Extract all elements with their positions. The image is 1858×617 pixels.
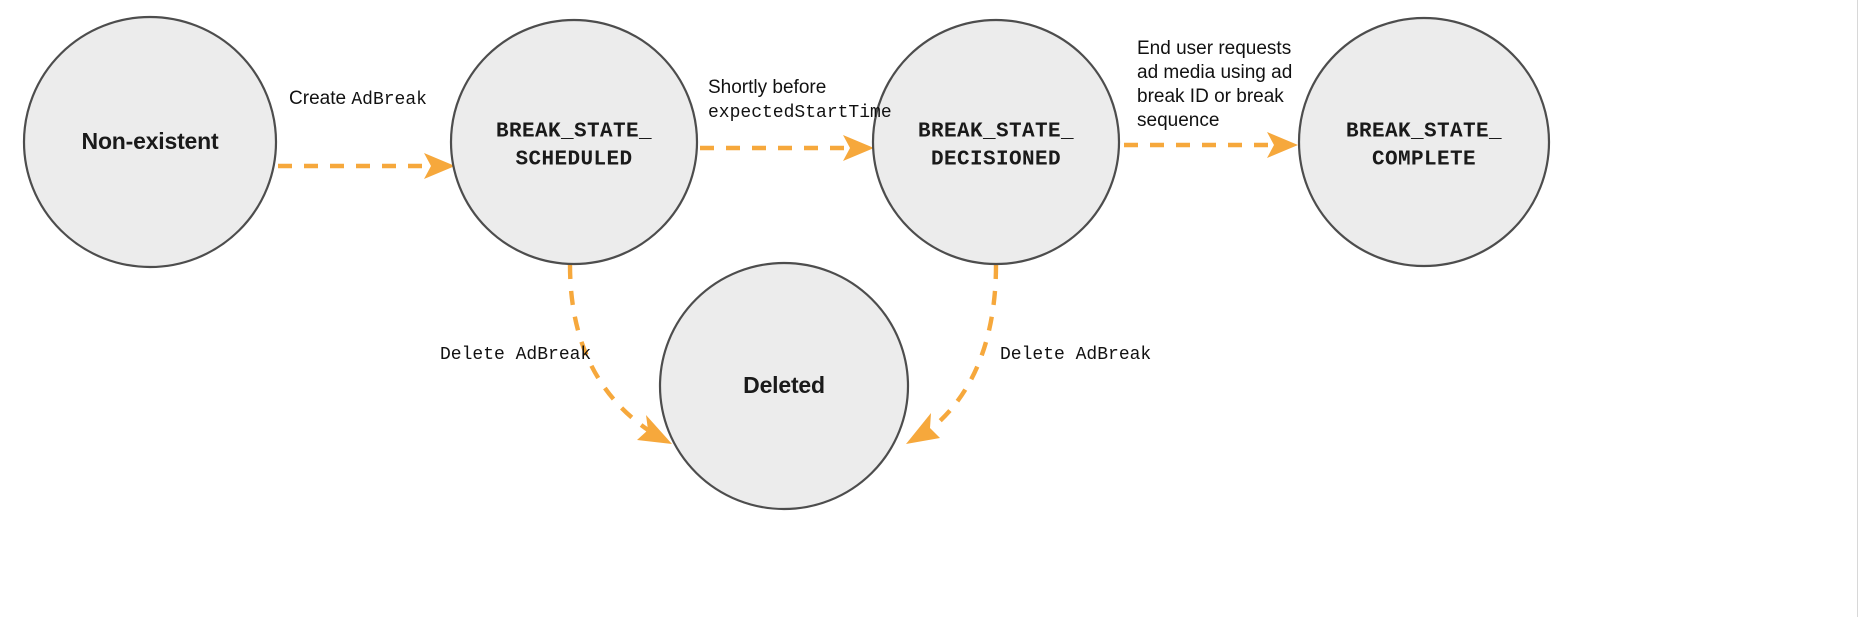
state-node-deleted-shape	[658, 261, 910, 511]
state-node-break-state-scheduled[interactable]: BREAK_STATE_ SCHEDULED	[449, 18, 699, 266]
edge-delete-adbreak-decisioned[interactable]	[906, 264, 999, 444]
state-node-break-state-scheduled-label-line2: SCHEDULED	[515, 149, 632, 172]
state-node-break-state-complete-label-line2: COMPLETE	[1372, 149, 1476, 172]
state-node-break-state-complete-label-line1: BREAK_STATE_	[1346, 121, 1502, 144]
edge-label-delete-adbreak-scheduled: Delete AdBreak	[440, 345, 591, 365]
state-node-deleted-label: Deleted	[743, 372, 825, 398]
edge-label-layer: Create AdBreak Shortly before expectedSt…	[289, 38, 1292, 365]
state-node-break-state-decisioned-label-line1: BREAK_STATE_	[918, 121, 1074, 144]
edge-label-end-user-requests-line3: break ID or break	[1137, 86, 1284, 107]
node-layer: Non-existent BREAK_STATE_ SCHEDULED BREA…	[22, 15, 1551, 511]
edge-shortly-before-arrowhead	[843, 135, 874, 161]
state-node-break-state-scheduled-shape	[449, 18, 699, 266]
edge-delete-adbreak-decisioned-line	[930, 264, 999, 430]
state-node-break-state-complete[interactable]: BREAK_STATE_ COMPLETE	[1297, 16, 1551, 268]
state-node-break-state-complete-shape	[1297, 16, 1551, 268]
state-node-non-existent[interactable]: Non-existent	[22, 15, 278, 269]
edge-label-create-adbreak-seg1: Create	[289, 88, 351, 109]
edge-label-end-user-requests-line1: End user requests	[1137, 38, 1291, 59]
edge-label-create-adbreak-seg2: AdBreak	[351, 90, 427, 110]
edge-label-end-user-requests-line2: ad media using ad	[1137, 62, 1292, 83]
edge-label-create-adbreak: Create AdBreak	[289, 88, 427, 110]
edge-delete-adbreak-decisioned-arrowhead	[906, 413, 940, 444]
edge-delete-adbreak-scheduled-arrowhead	[637, 415, 672, 444]
edge-end-user-requests[interactable]	[1124, 132, 1298, 158]
state-node-break-state-decisioned-shape	[871, 18, 1121, 266]
state-node-non-existent-shape	[22, 15, 278, 269]
state-node-break-state-scheduled-label-line1: BREAK_STATE_	[496, 121, 652, 144]
edge-delete-adbreak-scheduled[interactable]	[567, 264, 672, 444]
edge-label-delete-adbreak-decisioned: Delete AdBreak	[1000, 345, 1151, 365]
state-node-non-existent-label: Non-existent	[82, 128, 219, 154]
state-node-break-state-decisioned-label-line2: DECISIONED	[931, 149, 1061, 172]
edge-label-end-user-requests-line4: sequence	[1137, 110, 1219, 131]
edge-layer	[278, 132, 1298, 444]
edge-shortly-before[interactable]	[700, 135, 874, 161]
state-node-deleted[interactable]: Deleted	[658, 261, 910, 511]
edge-create-adbreak[interactable]	[278, 153, 455, 179]
edge-end-user-requests-arrowhead	[1267, 132, 1298, 158]
state-node-break-state-decisioned[interactable]: BREAK_STATE_ DECISIONED	[871, 18, 1121, 266]
edge-label-shortly-before-line1: Shortly before	[708, 77, 826, 98]
edge-delete-adbreak-scheduled-line	[567, 264, 650, 432]
edge-label-expected-start-time-line2: expectedStartTime	[708, 103, 892, 123]
edge-create-adbreak-arrowhead	[424, 153, 455, 179]
